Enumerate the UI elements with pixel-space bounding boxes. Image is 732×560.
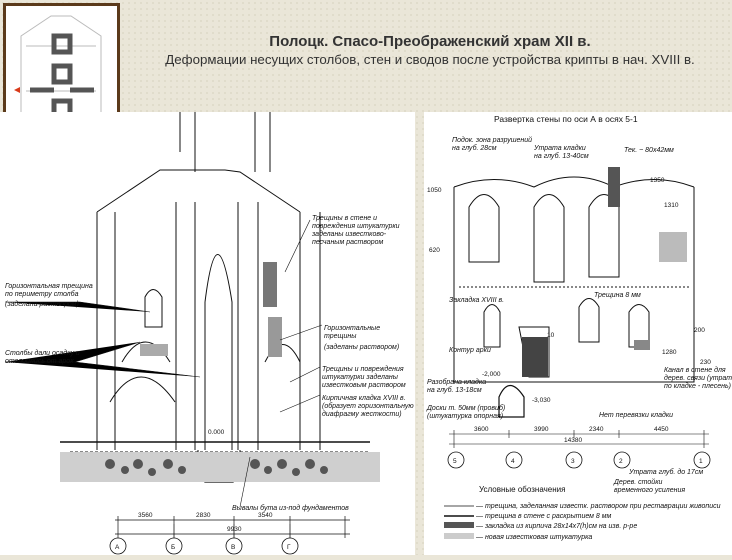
r-masonry: Закладка XVIII в. [449, 296, 504, 304]
r-val-2: 1280 [662, 349, 677, 356]
note-pillars-1: Столбы дали осадку и [5, 349, 80, 357]
r-wood-2: временного усиления [614, 487, 685, 494]
legend-title: Условные обозначения [479, 485, 565, 494]
r-axis-1: 1 [699, 458, 703, 465]
r-dim-4: 4450 [654, 426, 669, 433]
level-mark: 0.000 [208, 429, 225, 436]
r-channel-1: Канал в стене для [664, 366, 726, 374]
r-level-2: -3,030 [532, 397, 551, 404]
cross-section-panel: Трещины в стене и повреждения штукатурки… [0, 112, 415, 555]
r-mark: 10 [547, 332, 555, 339]
r-val-7: 1050 [427, 187, 442, 194]
r-dim-3: 2340 [589, 426, 604, 433]
note-cracks-right-2: повреждения штукатурки [312, 222, 400, 230]
r-val-6: 620 [429, 247, 440, 254]
note-brick-1: Кирпичная кладка XVIII в. [322, 394, 406, 402]
r-channel-2: дерев. связи (утраты [664, 374, 732, 382]
cross-section-drawing: Трещины в стене и повреждения штукатурки… [5, 112, 414, 555]
legend-item-2: — трещина в стене с раскрытием 8 мм [475, 513, 612, 520]
r-dim-2: 3990 [534, 426, 549, 433]
r-val-1: 1350 [650, 177, 665, 184]
r-crack2: Трещина 8 мм [594, 292, 641, 299]
note-cracks-right-4: песчаным раствором [312, 239, 383, 246]
dim-1: 3560 [138, 512, 153, 519]
note-cracks-plaster-1: Трещины и повреждения [322, 365, 404, 373]
note-brick-2: (образует горизонтальную [322, 402, 414, 410]
r-no-ties: Нет перевязки кладки [599, 411, 673, 419]
note-brick-3: диафрагму жесткости) [322, 410, 402, 418]
axis-b: Б [171, 544, 175, 551]
note-horizontal-cracks-1: Горизонтальные [324, 325, 380, 332]
note-cracks-right-1: Трещины в стене и [312, 215, 377, 222]
r-loss-1: Утрата кладки [533, 144, 586, 152]
r-axis-3: 3 [571, 458, 575, 465]
elevation-title: Развертка стены по оси А в осях 5-1 [494, 114, 638, 124]
r-axis-5: 5 [453, 458, 457, 465]
page-subtitle: Деформации несущих столбов, стен и сводо… [165, 52, 695, 67]
r-destroyed-1: Разобрана кладка [427, 378, 486, 386]
note-horizontal-crack-3: (заделана раствором) [5, 300, 79, 308]
legend-item-3: — закладка из кирпича 28х14х7(h)см на из… [475, 522, 637, 530]
r-channel-3: по кладке - плесень) [664, 382, 731, 390]
r-dim-total: 14380 [564, 437, 582, 444]
note-cracks-plaster-3: известковым раствором [322, 382, 406, 389]
r-val-4: 200 [694, 327, 705, 334]
r-axis-4: 4 [511, 458, 515, 465]
axis-g: Г [287, 544, 291, 551]
note-horizontal-cracks-3: (заделаны раствором) [324, 343, 399, 351]
r-level-1: -2,000 [482, 371, 501, 378]
r-loss-2-note: Утрата глуб. до 17см [628, 468, 703, 476]
dim-3: 3540 [258, 512, 273, 519]
legend-item-1: — трещина, заделанная известк. раствором… [475, 502, 721, 510]
dim-total: 9930 [227, 526, 242, 533]
r-loss-2: на глуб. 13-40см [534, 152, 589, 160]
note-horizontal-cracks-2: трещины [324, 333, 357, 340]
r-crack: Тек. ~ 80х42мм [624, 147, 674, 154]
r-axis-2: 2 [619, 458, 623, 465]
r-floor-1: Подок. зона разрушений [452, 136, 532, 144]
elevation-panel: Развертка стены по оси А в осях 5-1 3600… [424, 112, 732, 555]
r-arch: Контур арки [449, 347, 491, 354]
note-rubble: Вывалы бута из-под фундаментов [232, 504, 349, 512]
r-floor-2: на глуб. 28см [452, 144, 497, 152]
note-cracks-plaster-2: штукатурки заделаны [322, 373, 399, 381]
r-val-3: 230 [700, 359, 711, 366]
r-dim-1: 3600 [474, 426, 489, 433]
r-val-5: 1310 [664, 202, 679, 209]
axis-a: А [115, 544, 120, 551]
axis-v: В [231, 544, 235, 551]
dim-2: 2830 [196, 512, 211, 519]
r-wood-1: Дерев. стойки [613, 478, 662, 486]
r-boards-2: (штукатурка опорная) [427, 413, 503, 420]
legend-item-4: — новая известковая штукатурка [475, 534, 592, 541]
note-horizontal-crack-1: Горизонтальная трещина [5, 283, 93, 290]
note-horizontal-crack-2: по периметру столба [5, 290, 79, 298]
note-pillars-2: отслоились от арок [5, 358, 74, 365]
note-cracks-right-3: заделаны известково- [311, 230, 387, 238]
r-boards-1: Доски т. 50мм (провиб) [426, 404, 505, 412]
page-title: Полоцк. Спасо-Преображенский храм XII в. [269, 33, 591, 50]
elevation-drawing: Развертка стены по оси А в осях 5-1 3600… [426, 114, 732, 541]
r-destroyed-2: на глуб. 13-18см [427, 386, 482, 394]
